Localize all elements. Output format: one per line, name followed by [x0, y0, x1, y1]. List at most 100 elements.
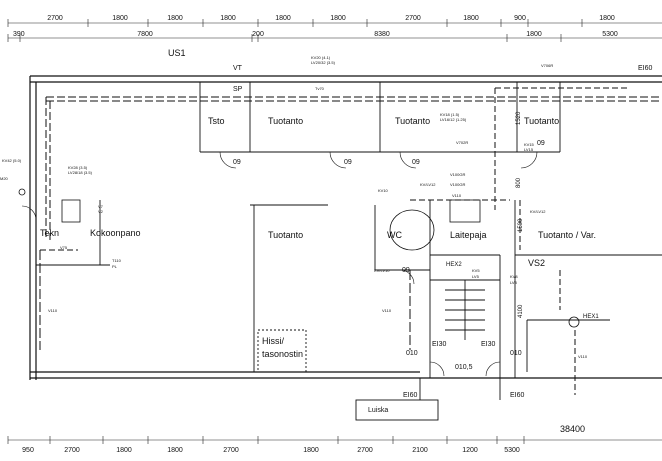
room-wc: WC	[387, 230, 402, 240]
label-dim-4100: 4100	[518, 304, 524, 318]
tag-kv-lv12b: KV/LV12	[530, 209, 546, 214]
label-dim-800: 800	[516, 177, 522, 188]
label-dim-1500: 1500	[518, 218, 524, 232]
label-us1: US1	[168, 48, 186, 58]
dim-bottom-6: 1800	[303, 447, 319, 454]
tag-v100gr: V100GR	[450, 172, 465, 177]
label-ei60-top: EI60	[638, 65, 653, 72]
dim-top2-5: 1800	[526, 31, 542, 38]
tag-kv42: KV42 (5.0)	[2, 158, 22, 163]
label-door-09-5: 09	[402, 267, 410, 274]
tag-kv5: KV5	[472, 268, 480, 273]
room-kokoonpano: Kokoonpano	[90, 228, 141, 238]
dim-top-9: 900	[514, 15, 526, 22]
label-ei30-1: EI30	[432, 341, 447, 348]
dim-top2-1: 390	[13, 31, 25, 38]
label-ei60-bottom-2: EI60	[510, 392, 525, 399]
tag-kv28-2: LV28/18 (3.5)	[68, 170, 93, 175]
tag-tv-upper: Tv70	[315, 86, 325, 91]
tag-v700r: V702R	[456, 140, 468, 145]
label-dim-1520: 1520	[516, 111, 522, 125]
tag-v75: V75	[60, 245, 68, 250]
dim-bottom-3: 1800	[116, 447, 132, 454]
tag-lv15: LV15	[524, 147, 534, 152]
dim-top-6: 1800	[330, 15, 346, 22]
room-tekn: Tekn	[40, 228, 59, 238]
room-hissi-line1: Hissi/	[262, 336, 284, 346]
room-tuotanto-1: Tuotanto	[268, 116, 303, 126]
tag-v110-2: V110	[452, 193, 462, 198]
dim-top-1: 2700	[47, 15, 63, 22]
tag-kv-lv10: KV/LV10	[374, 268, 390, 273]
dim-bottom-1: 950	[22, 447, 34, 454]
dim-bottom-8: 2100	[412, 447, 428, 454]
room-tuotanto-2: Tuotanto	[395, 116, 430, 126]
label-sp: SP	[233, 86, 243, 93]
label-door-010-1: 010	[406, 350, 418, 357]
tag-v100gr2: V100GR	[450, 182, 465, 187]
tag-kv-upper-1: KV20 (4.1)	[311, 55, 331, 60]
tag-t110: T110	[112, 258, 122, 263]
inner-walls	[36, 82, 662, 421]
building-walls	[29, 75, 662, 380]
tag-lv8: LV8	[510, 280, 518, 285]
dim-top-3: 1800	[167, 15, 183, 22]
tag-kv28-1: KV28 (3.5)	[68, 165, 88, 170]
tag-kv18-1: KV18 (1.5)	[440, 112, 460, 117]
tag-kv-upper-2: LV20/32 (3.5)	[311, 60, 336, 65]
tag-kv-lv12: KV/LV12	[420, 182, 436, 187]
room-laitepaja: Laitepaja	[450, 230, 487, 240]
top-dimension-line-2	[7, 34, 662, 42]
tag-kv15: KV15	[524, 142, 535, 147]
tag-pl: PL	[112, 264, 118, 269]
tag-kv18-2: LV16/12 (1.25)	[440, 117, 467, 122]
tag-kv10: KV10	[378, 188, 389, 193]
equipment-symbols	[18, 188, 580, 328]
dim-bottom-4: 1800	[167, 447, 183, 454]
tag-v110-4: V110	[578, 354, 588, 359]
tag-v7: V706R	[541, 63, 553, 68]
label-door-09-4: 09	[537, 140, 545, 147]
label-door-010-2: 010	[510, 350, 522, 357]
tag-lv5: LV5	[472, 274, 480, 279]
tag-v110-3: V110	[382, 308, 392, 313]
tag-m20: M20	[0, 176, 9, 181]
bottom-dimension-line	[7, 436, 662, 444]
label-hex1: HEX1	[583, 314, 599, 320]
room-tuotanto-3: Tuotanto	[524, 116, 559, 126]
dim-top-4: 1800	[220, 15, 236, 22]
label-ei60-bottom-1: EI60	[403, 392, 418, 399]
label-vt: VT	[233, 65, 243, 72]
dim-top-7: 2700	[405, 15, 421, 22]
dim-top2-6: 5300	[602, 31, 618, 38]
tag-kv8: KV8	[510, 274, 518, 279]
room-luiska: Luiska	[368, 407, 388, 414]
dim-bottom-2: 2700	[64, 447, 80, 454]
tag-v1a: V7	[98, 204, 104, 209]
dim-bottom-5: 2700	[223, 447, 239, 454]
dim-top2-4: 8380	[374, 31, 390, 38]
label-hex2: HEX2	[446, 262, 462, 268]
dim-bottom-10: 5300	[504, 447, 520, 454]
tag-v2a: V2	[98, 209, 104, 214]
dim-bottom-7: 2700	[357, 447, 373, 454]
top-dimension-line-1	[7, 19, 662, 27]
label-door-09-3: 09	[412, 159, 420, 166]
dim-top-2: 1800	[112, 15, 128, 22]
room-tuotanto-var: Tuotanto / Var.	[538, 230, 596, 240]
total-length: 38400	[560, 424, 585, 434]
tag-v110: V110	[48, 308, 58, 313]
label-door-09-2: 09	[344, 159, 352, 166]
dim-top2-3: 200	[252, 31, 264, 38]
dim-top-5: 1800	[275, 15, 291, 22]
duct-lines	[39, 87, 662, 395]
dim-top-8: 1800	[463, 15, 479, 22]
dim-top2-2: 7800	[137, 31, 153, 38]
dim-top-10: 1800	[599, 15, 615, 22]
label-ei30-2: EI30	[481, 341, 496, 348]
room-tuotanto-4: Tuotanto	[268, 230, 303, 240]
room-tsto: Tsto	[208, 116, 225, 126]
label-vs2: VS2	[528, 258, 545, 268]
label-door-0105: 010,5	[455, 364, 473, 371]
